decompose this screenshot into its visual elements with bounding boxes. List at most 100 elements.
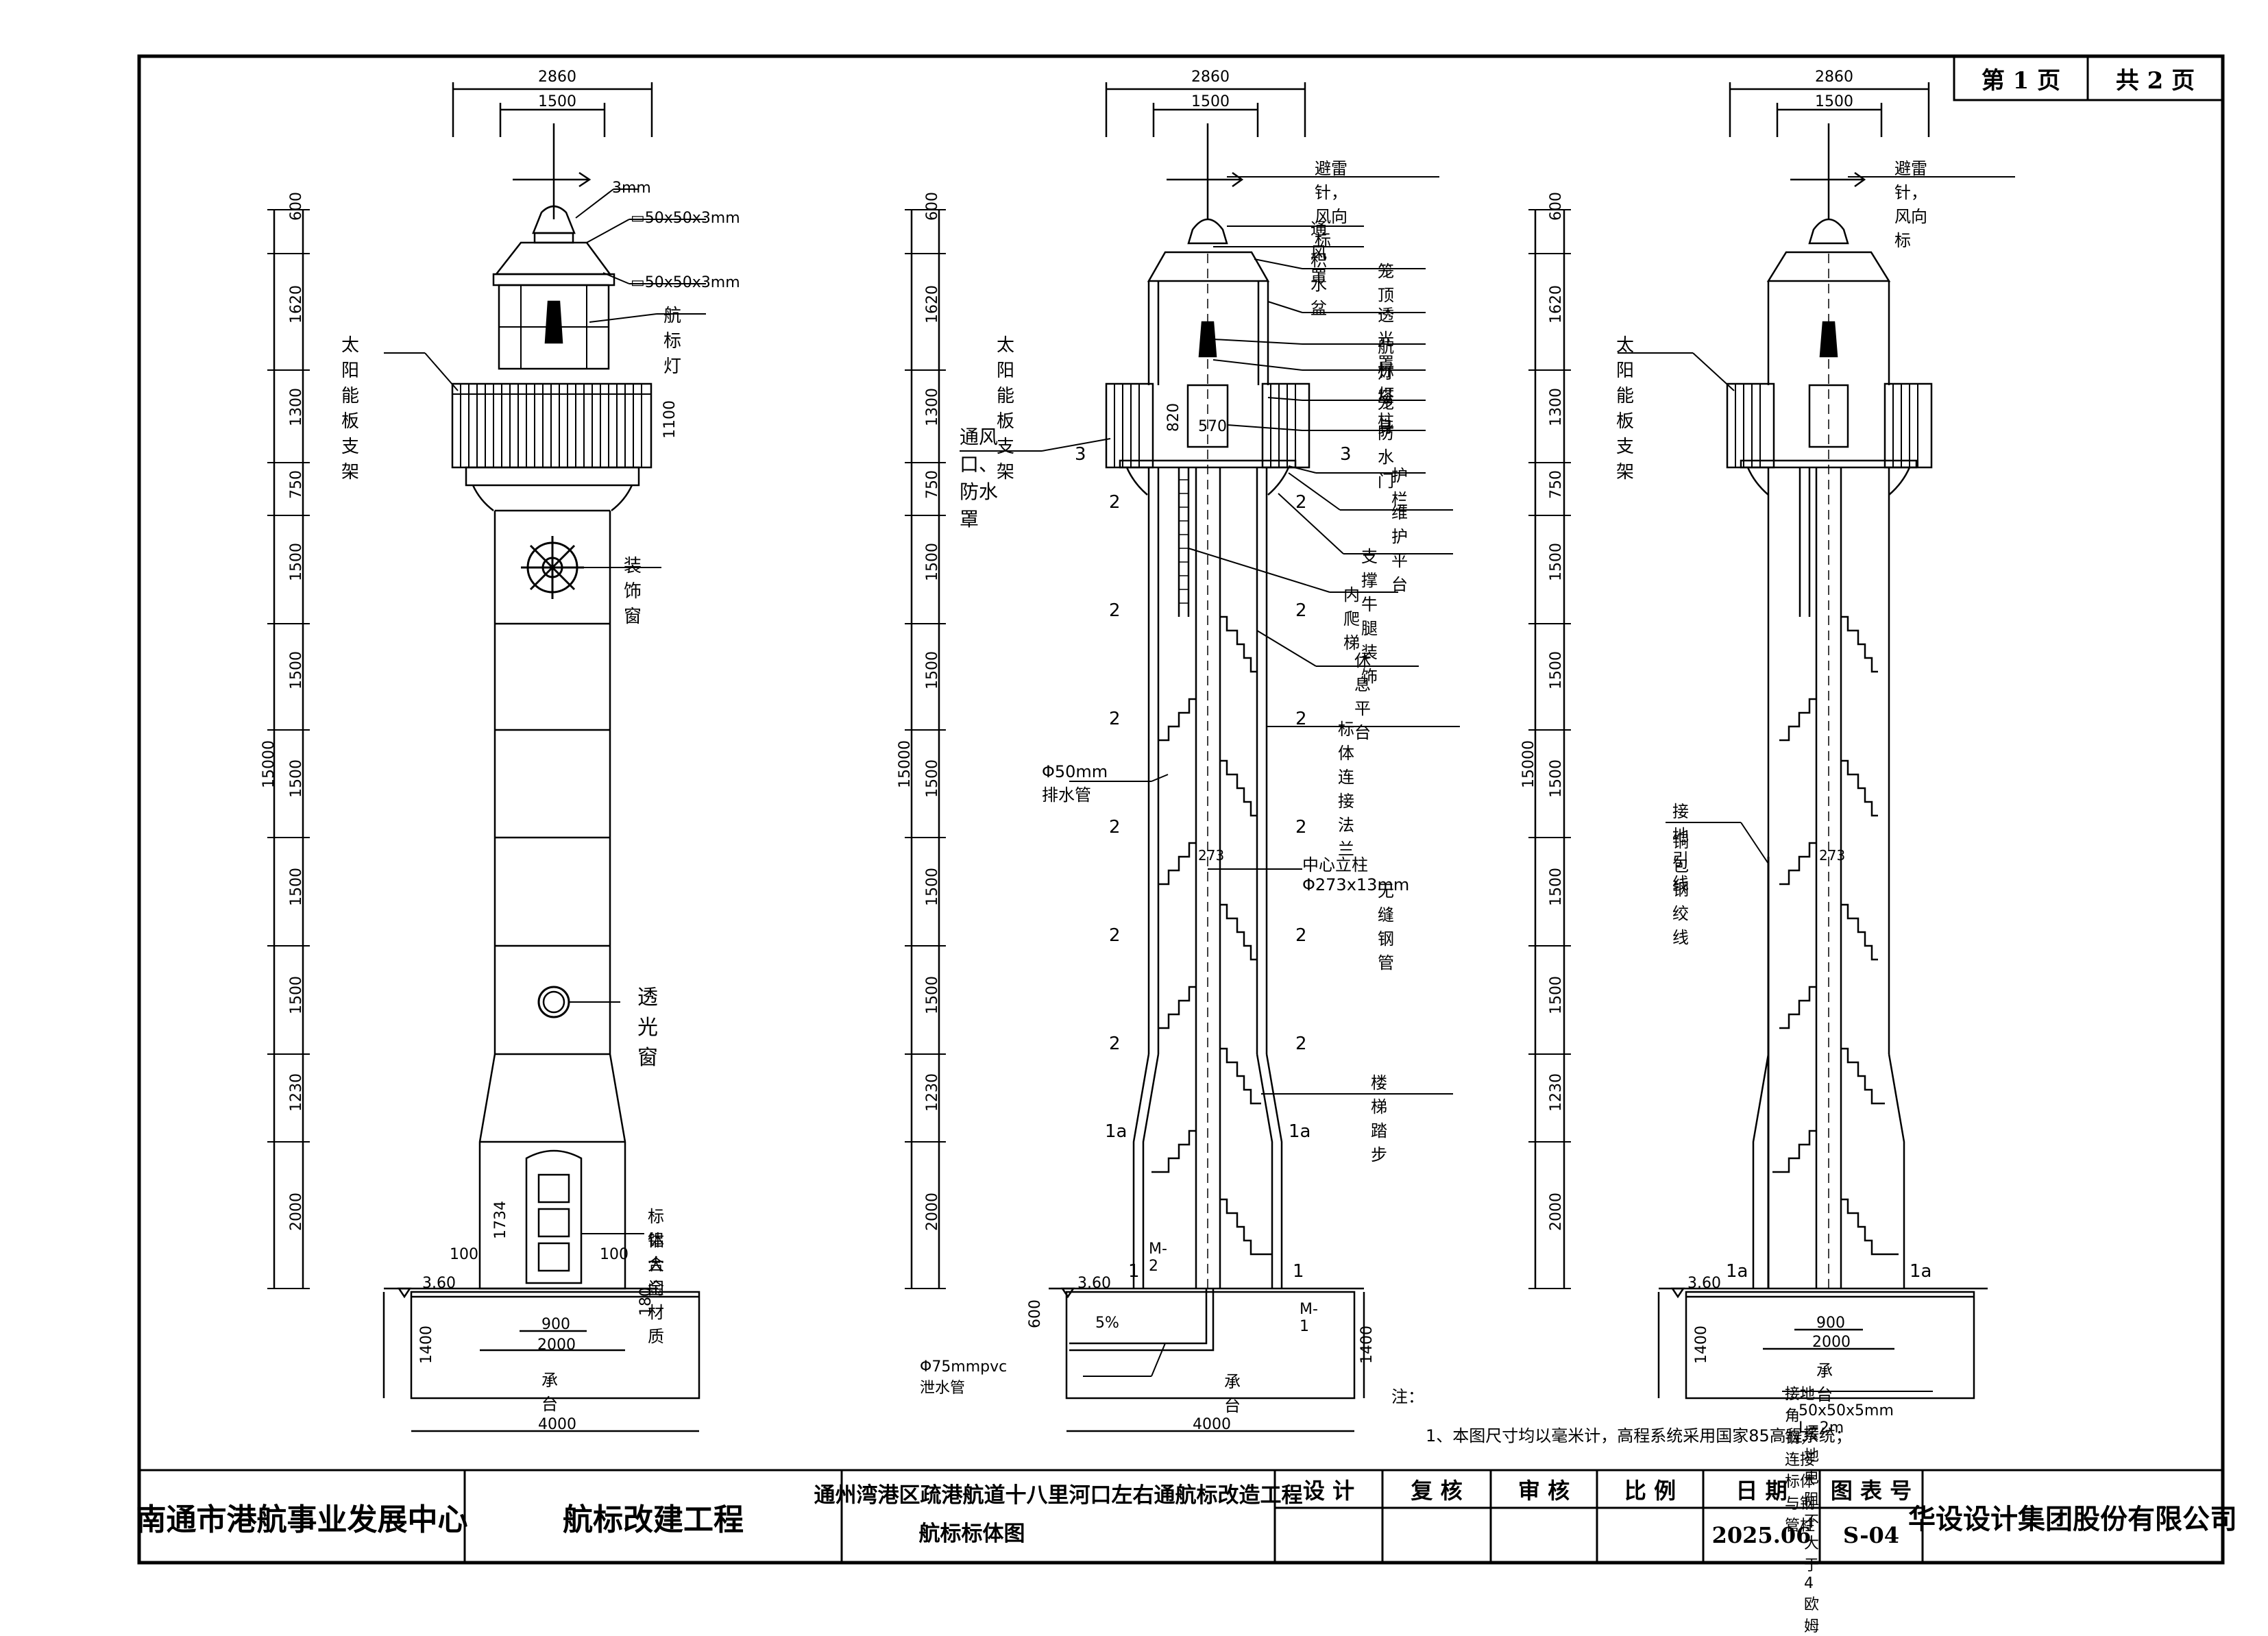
mid-lantern-body: 笼身 bbox=[1378, 393, 1394, 437]
mid-dim-1500-b: 1500 bbox=[924, 651, 941, 689]
mid-sec-2-r4: 2 bbox=[1295, 817, 1307, 838]
left-dim-1230: 1230 bbox=[288, 1073, 305, 1112]
mid-dim-1500-e: 1500 bbox=[924, 976, 941, 1014]
notes-title: 注： bbox=[1391, 1387, 1424, 1406]
mid-sec-1-right: 1 bbox=[1293, 1261, 1304, 1282]
right-col-dim: 273 bbox=[1819, 847, 1846, 864]
mid-sec-2-l4: 2 bbox=[1109, 817, 1121, 838]
title-drawing-2: 航标标体图 bbox=[918, 1521, 1025, 1546]
title-company: 华设设计集团股份有限公司 bbox=[1908, 1502, 2237, 1535]
mid-sec-2-l6: 2 bbox=[1109, 1034, 1121, 1054]
notes-line1: 1、本图尺寸均以毫米计，高程系统采用国家85高程系统； bbox=[1426, 1426, 1852, 1445]
right-dim-1500-b: 1500 bbox=[1548, 651, 1565, 689]
mid-sec-2-l1: 2 bbox=[1109, 492, 1121, 513]
right-dim-1500: 1500 bbox=[1815, 93, 1853, 110]
left-deco-window: 装饰窗 bbox=[624, 556, 642, 627]
right-cap-height: 1400 bbox=[1693, 1326, 1710, 1364]
mid-sec-3-right: 3 bbox=[1340, 444, 1352, 465]
mid-solar-bracket: 太阳能板支架 bbox=[997, 335, 1015, 483]
mid-platform: 维护平台 bbox=[1391, 503, 1408, 594]
mid-light-cover: 透光罩 bbox=[1378, 306, 1394, 373]
mid-base-width: 4000 bbox=[1193, 1416, 1231, 1433]
mid-slope: 5% bbox=[1095, 1315, 1119, 1332]
left-door-gap-left: 100 bbox=[450, 1246, 478, 1263]
mid-pile-cap: 承台 bbox=[1224, 1372, 1241, 1415]
right-dim-1500-c: 1500 bbox=[1548, 759, 1565, 798]
title-date-label: 日 期 bbox=[1735, 1477, 1788, 1504]
mid-drain-pipe: Φ50mm排水管 bbox=[1042, 762, 1108, 805]
left-base-width: 4000 bbox=[538, 1416, 576, 1433]
mid-sec-2-l3: 2 bbox=[1109, 709, 1121, 729]
left-dim-2860: 2860 bbox=[538, 69, 576, 86]
left-door-gap-right: 100 bbox=[600, 1246, 629, 1263]
mid-sec-2-l2: 2 bbox=[1109, 600, 1121, 621]
right-angle-spec: 50x50x5mm L=2m bbox=[1798, 1402, 1894, 1437]
mid-dim-1500-a: 1500 bbox=[924, 543, 941, 581]
left-cap-2000: 2000 bbox=[537, 1336, 576, 1354]
mid-lightning-rod: 避雷针，风向标 bbox=[1315, 159, 1348, 250]
title-org: 南通市港航事业发展中心 bbox=[136, 1502, 468, 1537]
left-dim-1620: 1620 bbox=[288, 285, 305, 323]
mid-dim-1300: 1300 bbox=[924, 388, 941, 426]
mid-dim-1230: 1230 bbox=[924, 1073, 941, 1112]
title-sheet-no: S-04 bbox=[1842, 1522, 1900, 1548]
mid-inner-ladder: 内爬梯 bbox=[1343, 585, 1360, 652]
mid-railing: 护栏 bbox=[1391, 466, 1408, 509]
mid-dim-600: 600 bbox=[1027, 1299, 1044, 1328]
mid-level: 3.60 bbox=[1077, 1275, 1111, 1292]
mid-flange: 标体连接法兰 bbox=[1338, 720, 1354, 859]
mid-dim-600: 600 bbox=[924, 192, 941, 221]
mid-sec-2-l5: 2 bbox=[1109, 925, 1121, 946]
mid-sec-2-r6: 2 bbox=[1295, 1034, 1307, 1054]
mid-cap-height: 1400 bbox=[1358, 1326, 1376, 1364]
right-lightning-rod: 避雷针，风向标 bbox=[1894, 159, 1927, 250]
right-dim-600: 600 bbox=[1548, 192, 1565, 221]
mid-center-column: 中心立柱 Φ273x13mm bbox=[1302, 855, 1410, 894]
left-dim-1300: 1300 bbox=[288, 388, 305, 426]
title-project: 航标改建工程 bbox=[563, 1502, 744, 1537]
right-dim-1500-e: 1500 bbox=[1548, 976, 1565, 1014]
mid-sec-2-r2: 2 bbox=[1295, 600, 1307, 621]
left-dim-1500-a: 1500 bbox=[288, 543, 305, 581]
mid-vent-rain: 通风口、防水罩 bbox=[960, 426, 999, 530]
title-drawing-1: 通州湾港区疏港航道十八里河口左右通航标改造工程 bbox=[814, 1482, 1303, 1508]
left-dim-1500-d: 1500 bbox=[288, 868, 305, 906]
right-dim-1500-a: 1500 bbox=[1548, 543, 1565, 581]
left-channel-1: ▭50x50x3mm bbox=[631, 210, 740, 227]
left-solar-height: 1100 bbox=[661, 400, 679, 439]
left-channel-2: ▭50x50x3mm bbox=[631, 274, 740, 291]
mid-dim-2000: 2000 bbox=[924, 1193, 941, 1231]
mid-col-dim: 273 bbox=[1198, 847, 1225, 864]
title-date: 2025.06 bbox=[1711, 1522, 1812, 1548]
mid-dim-1500-c: 1500 bbox=[924, 759, 941, 798]
mid-dim-1500-d: 1500 bbox=[924, 868, 941, 906]
mid-total-height: 15000 bbox=[897, 740, 914, 788]
mid-m1: M-1 bbox=[1300, 1301, 1318, 1335]
left-dim-1500-e: 1500 bbox=[288, 976, 305, 1014]
right-solar-bracket: 太阳能板支架 bbox=[1616, 335, 1635, 483]
left-main-door: 标体大门 bbox=[648, 1207, 664, 1298]
mid-sec-2-r5: 2 bbox=[1295, 925, 1307, 946]
mid-stair-step: 楼梯踏步 bbox=[1371, 1073, 1387, 1164]
right-cap-2000: 2000 bbox=[1812, 1334, 1851, 1351]
mid-m2: M-2 bbox=[1149, 1241, 1167, 1275]
mid-water-tray: 积水盆 bbox=[1310, 251, 1327, 318]
mid-sec-1a-left: 1a bbox=[1105, 1121, 1127, 1142]
sheet-border bbox=[137, 54, 2225, 1565]
right-level: 3.60 bbox=[1687, 1275, 1721, 1292]
right-ground-lead: 接地引线 bbox=[1672, 802, 1689, 893]
page-indicator bbox=[1953, 55, 2224, 101]
page-total: 共 2 页 bbox=[2115, 66, 2195, 95]
left-light-window: 透光窗 bbox=[637, 986, 658, 1070]
right-dim-1300: 1300 bbox=[1548, 388, 1565, 426]
mid-sec-2-r3: 2 bbox=[1295, 709, 1307, 729]
left-pile-cap: 承台 bbox=[541, 1371, 558, 1414]
title-design: 设 计 bbox=[1302, 1477, 1355, 1504]
left-roof-thickness: 3mm bbox=[612, 180, 651, 197]
mid-sec-1-left: 1 bbox=[1128, 1261, 1140, 1282]
mid-bracket-deco: 支撑牛腿装饰 bbox=[1361, 547, 1378, 686]
right-dim-1620: 1620 bbox=[1548, 285, 1565, 323]
mid-dim-1500: 1500 bbox=[1191, 93, 1230, 110]
notes: 注： 1、本图尺寸均以毫米计，高程系统采用国家85高程系统； bbox=[1391, 1383, 1852, 1446]
left-dim-750: 750 bbox=[288, 470, 305, 499]
